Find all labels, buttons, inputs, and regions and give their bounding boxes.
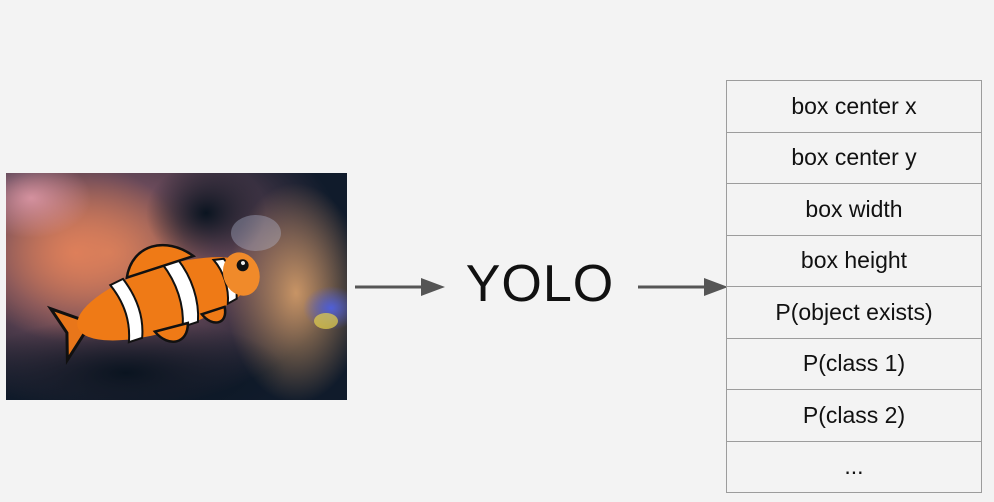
output-row: P(class 2) bbox=[726, 389, 982, 442]
output-row: P(object exists) bbox=[726, 286, 982, 339]
right-arrow-icon bbox=[355, 278, 445, 296]
output-cell-box-center-y: box center y bbox=[726, 131, 982, 184]
output-cell-object-exists: P(object exists) bbox=[726, 286, 982, 339]
right-arrow-icon bbox=[638, 278, 728, 296]
output-vector-table: box center x box center y box width box … bbox=[726, 80, 982, 493]
output-cell-box-center-x: box center x bbox=[726, 80, 982, 133]
arrow-to-model bbox=[355, 276, 447, 298]
output-cell-box-width: box width bbox=[726, 183, 982, 236]
output-row: ... bbox=[726, 440, 982, 493]
output-row: box center x bbox=[726, 80, 982, 133]
output-cell-class-2: P(class 2) bbox=[726, 389, 982, 442]
output-cell-ellipsis: ... bbox=[726, 440, 982, 493]
input-image bbox=[6, 173, 347, 400]
output-row: box height bbox=[726, 234, 982, 287]
output-row: P(class 1) bbox=[726, 337, 982, 390]
clownfish-photo-icon bbox=[6, 173, 347, 400]
output-row: box width bbox=[726, 183, 982, 236]
model-label: YOLO bbox=[465, 255, 615, 313]
arrow-to-output bbox=[638, 276, 730, 298]
output-cell-box-height: box height bbox=[726, 234, 982, 287]
output-row: box center y bbox=[726, 131, 982, 184]
output-cell-class-1: P(class 1) bbox=[726, 337, 982, 390]
